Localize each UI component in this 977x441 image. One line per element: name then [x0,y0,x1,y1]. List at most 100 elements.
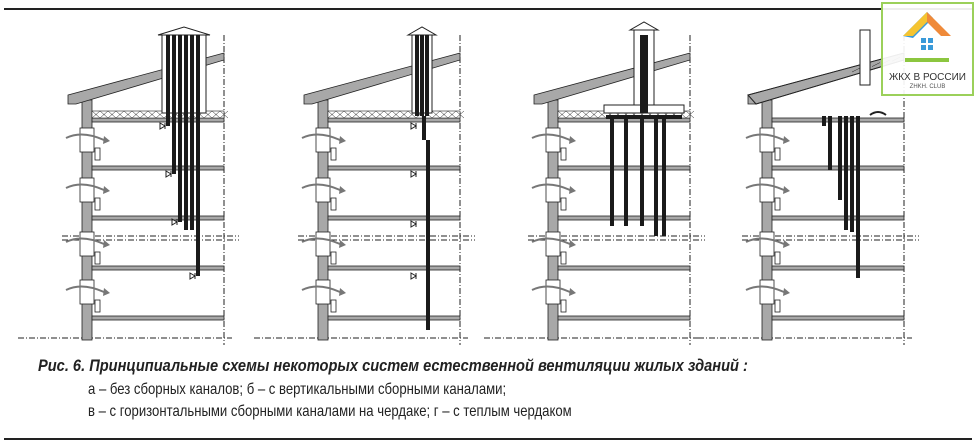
airflow-arrow-head [103,288,110,296]
insulation-hatch [147,110,157,119]
vent-duct [166,35,170,126]
insulation-hatch [557,110,567,119]
floor-slab [91,215,225,221]
airflow-arrow [745,285,785,293]
airflow-arrow [65,183,105,191]
airflow-arrow-head [783,186,790,194]
house-logo-icon [903,12,951,62]
floor-slab [327,265,461,271]
window [315,177,331,203]
insulation-hatch [431,110,441,119]
airflow-arrow [531,183,571,191]
valve-icon [410,220,417,228]
insulation-hatch [211,110,221,119]
insulation-hatch [565,110,575,119]
radiator [330,197,337,211]
insulation-hatch [375,110,385,119]
window [545,177,561,203]
insulation-hatch [871,62,881,67]
insulation-hatch [91,110,101,119]
airflow-arrow [301,183,341,191]
valve-icon [410,122,417,130]
vent-duct [425,35,429,116]
insulation-hatch [131,110,141,119]
caption-line-2: в – с горизонтальными сборными каналами … [88,403,572,420]
exhaust-arrow [157,26,211,36]
airflow-arrow [745,133,785,141]
airflow-arrow [65,285,105,293]
floor-slab [327,215,461,221]
vent-duct [838,116,842,200]
airflow-arrow-head [339,136,346,144]
vent-duct [426,140,430,330]
radiator [560,147,567,161]
floor-slab [91,265,225,271]
valve-icon [159,122,166,130]
attic-hood [869,111,887,116]
insulation-hatch [439,110,449,119]
vent-duct [654,115,658,236]
floor-slab [557,265,691,271]
vent-duct [856,116,860,278]
insulation-hatch [335,110,345,119]
airflow-arrow-head [783,240,790,248]
vent-duct [822,116,826,126]
vent-duct [828,116,832,170]
vent-duct [844,116,848,230]
valve-icon [171,218,178,226]
exhaust-shaft [859,29,871,86]
radiator [330,299,337,313]
window [759,177,775,203]
vent-duct [415,35,419,116]
caption-line-1: а – без сборных каналов; б – с вертикаль… [88,381,507,398]
roof [303,52,461,105]
insulation-hatch [367,110,377,119]
window [759,127,775,153]
vent-duct [420,35,424,116]
insulation-hatch [383,110,393,119]
floor-slab [771,215,905,221]
window [79,231,95,257]
insulation-hatch [139,110,149,119]
airflow-arrow [531,285,571,293]
window [759,279,775,305]
vent-duct [640,115,644,226]
airflow-arrow-head [103,240,110,248]
airflow-arrow [531,237,571,245]
airflow-arrow-head [103,186,110,194]
window [315,279,331,305]
insulation-hatch [107,110,117,119]
insulation-hatch [203,110,213,119]
radiator [330,251,337,265]
radiator [774,197,781,211]
airflow-arrow-head [569,288,576,296]
insulation-hatch [573,110,583,119]
vent-duct [196,35,200,276]
attic-slab [327,117,461,123]
radiator [560,299,567,313]
airflow-arrow [65,133,105,141]
floor-slab [771,265,905,271]
radiator [774,299,781,313]
radiator [94,147,101,161]
window [79,177,95,203]
radiator [560,197,567,211]
radiator [94,299,101,313]
valve-icon [165,170,172,178]
insulation-hatch [399,110,409,119]
insulation-hatch [115,110,125,119]
floor-slab [327,165,461,171]
insulation-hatch [219,110,229,119]
window [759,231,775,257]
insulation-hatch [851,67,861,73]
floor-slab [327,315,461,321]
radiator [330,147,337,161]
window [79,127,95,153]
floor-slab [91,315,225,321]
window [545,279,561,305]
airflow-arrow-head [339,240,346,248]
airflow-arrow-head [569,136,576,144]
attic-slab [91,117,225,123]
vent-duct [850,116,854,232]
